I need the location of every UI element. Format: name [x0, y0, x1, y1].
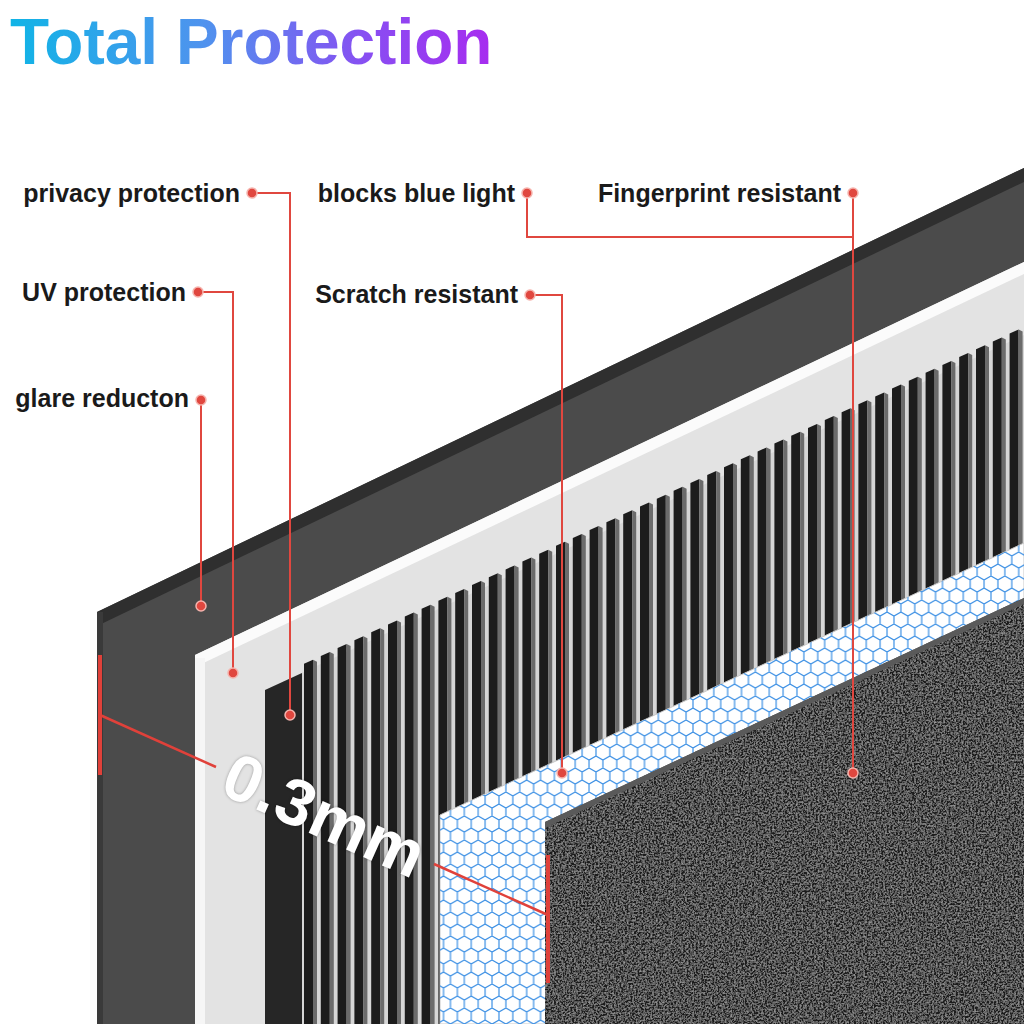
callout-label: Scratch resistant	[315, 279, 518, 309]
leader-dot	[196, 395, 206, 405]
leader-line	[198, 292, 233, 671]
title: Total Protection	[10, 6, 492, 80]
leader-line	[252, 193, 290, 713]
glare-layer-side	[97, 612, 103, 1024]
leader-dot	[522, 188, 532, 198]
leader-dot	[525, 290, 535, 300]
glare-layer	[97, 168, 1024, 1024]
louver-face	[422, 605, 431, 1024]
dimension-line	[100, 715, 216, 767]
scratch-layer	[440, 543, 1024, 1024]
dimension-tick	[546, 855, 550, 983]
callout-label: UV protection	[22, 277, 186, 307]
louver-side	[431, 605, 435, 1024]
leader-line	[200, 400, 202, 604]
leader-line	[852, 193, 854, 771]
leader-dot	[557, 768, 567, 778]
dimension-line	[434, 864, 548, 915]
leader-dot	[196, 601, 206, 611]
fingerprint-layer	[545, 598, 1024, 1024]
uv-layer-side	[195, 658, 205, 1024]
callout-label: privacy protection	[23, 178, 240, 208]
leader-dot	[247, 188, 257, 198]
callout-label: glare reducton	[15, 383, 189, 413]
scratch-hex-texture	[440, 543, 1024, 1024]
leader-dot	[848, 188, 858, 198]
leader-line	[530, 295, 562, 771]
callout-label: Fingerprint resistant	[598, 178, 841, 208]
leader-dot	[228, 668, 238, 678]
leader-dot	[285, 710, 295, 720]
leader-dots	[193, 188, 858, 778]
privacy-front-plate	[265, 673, 302, 1024]
privacy-layer	[265, 335, 1024, 1024]
fingerprint-layer-edge	[545, 598, 1024, 828]
callout-label: blocks blue light	[318, 178, 515, 208]
leader-dot	[848, 768, 858, 778]
leader-dot	[193, 287, 203, 297]
leader-lines	[198, 193, 853, 771]
uv-layer	[195, 262, 1024, 1024]
privacy-louver	[422, 605, 435, 1024]
